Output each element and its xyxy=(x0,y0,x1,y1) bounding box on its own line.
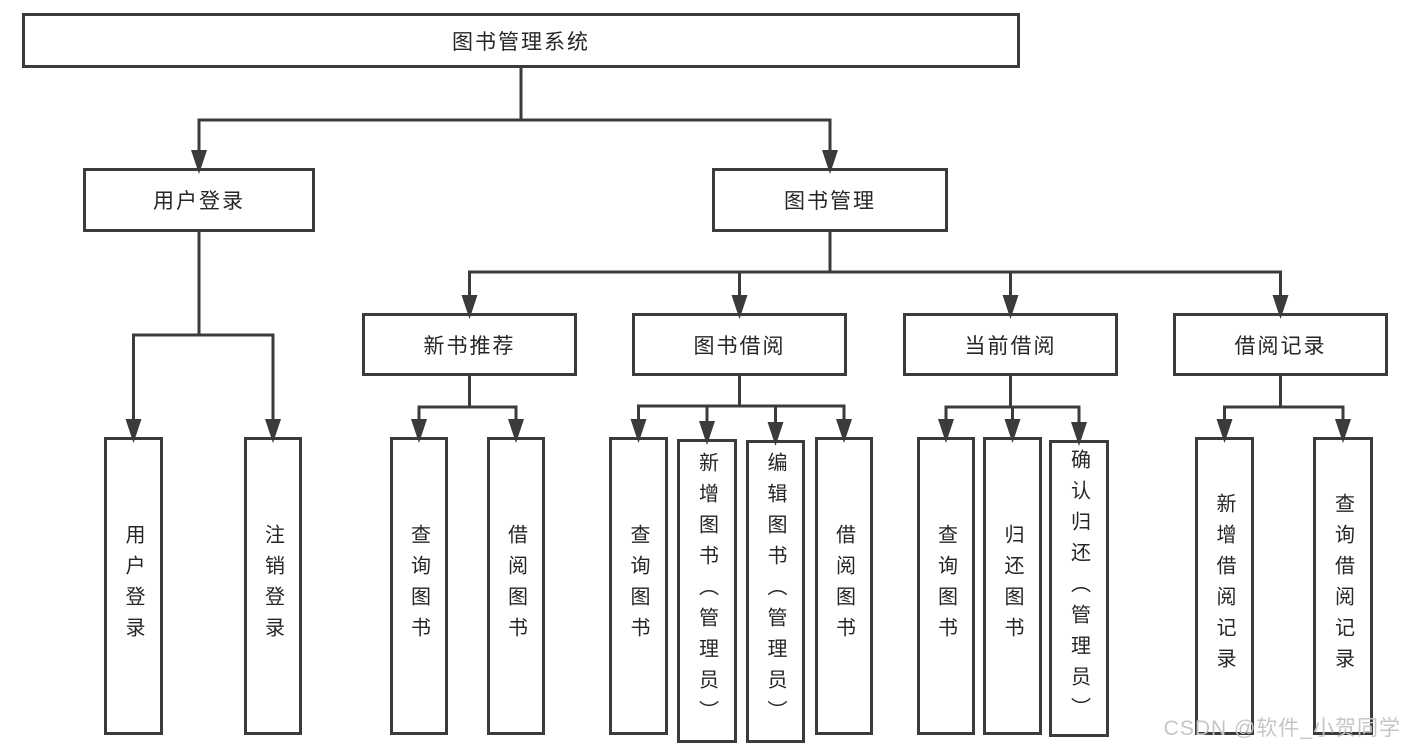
node-leaf-add-borrow-record: 新增借阅记录 xyxy=(1195,437,1254,735)
node-label: 新增图书（管理员） xyxy=(695,451,718,731)
node-label: 图书管理 xyxy=(784,190,876,213)
node-label: 归还图书 xyxy=(1001,524,1023,648)
node-label: 图书管理系统 xyxy=(452,30,590,54)
node-book-borrow: 图书借阅 xyxy=(632,313,847,376)
node-label: 用户登录 xyxy=(122,524,144,648)
node-leaf-borrow-book: 借阅图书 xyxy=(815,437,873,735)
watermark: CSDN @软件_小贺同学 xyxy=(1163,717,1401,740)
node-label: 借阅记录 xyxy=(1234,334,1327,358)
node-label: 查询图书 xyxy=(627,524,649,648)
node-label: 确认归还（管理员） xyxy=(1067,449,1090,728)
node-leaf-borrow-books-rec: 借阅图书 xyxy=(487,437,545,735)
node-label: 新书推荐 xyxy=(423,334,516,358)
node-label: 查询借阅记录 xyxy=(1331,493,1354,679)
node-leaf-query-books-borrow: 查询图书 xyxy=(609,437,668,735)
node-label: 新增借阅记录 xyxy=(1213,493,1235,679)
node-leaf-query-books-cur: 查询图书 xyxy=(917,437,975,735)
node-label: 借阅图书 xyxy=(832,524,855,648)
node-leaf-query-borrow-record: 查询借阅记录 xyxy=(1313,437,1373,735)
node-label: 借阅图书 xyxy=(504,524,527,648)
node-label: 图书借阅 xyxy=(693,334,786,358)
node-leaf-user-login: 用户登录 xyxy=(104,437,163,735)
node-leaf-add-book-admin: 新增图书（管理员） xyxy=(677,439,737,743)
node-leaf-confirm-return-admin: 确认归还（管理员） xyxy=(1049,440,1109,737)
node-leaf-edit-book-admin: 编辑图书（管理员） xyxy=(746,440,805,743)
node-book-management: 图书管理 xyxy=(712,168,948,232)
node-label: 查询图书 xyxy=(407,524,430,648)
node-leaf-return-book: 归还图书 xyxy=(983,437,1042,735)
node-user-login: 用户登录 xyxy=(83,168,315,232)
node-root: 图书管理系统 xyxy=(22,13,1020,68)
node-label: 注销登录 xyxy=(261,524,284,648)
node-label: 查询图书 xyxy=(934,524,957,648)
node-current-borrow: 当前借阅 xyxy=(903,313,1118,376)
node-label: 编辑图书（管理员） xyxy=(764,452,786,731)
node-borrow-records: 借阅记录 xyxy=(1173,313,1388,376)
node-leaf-logout: 注销登录 xyxy=(244,437,302,735)
node-label: 用户登录 xyxy=(153,190,245,213)
node-label: 当前借阅 xyxy=(964,334,1057,358)
node-leaf-query-books-rec: 查询图书 xyxy=(390,437,448,735)
node-new-book-recommend: 新书推荐 xyxy=(362,313,577,376)
